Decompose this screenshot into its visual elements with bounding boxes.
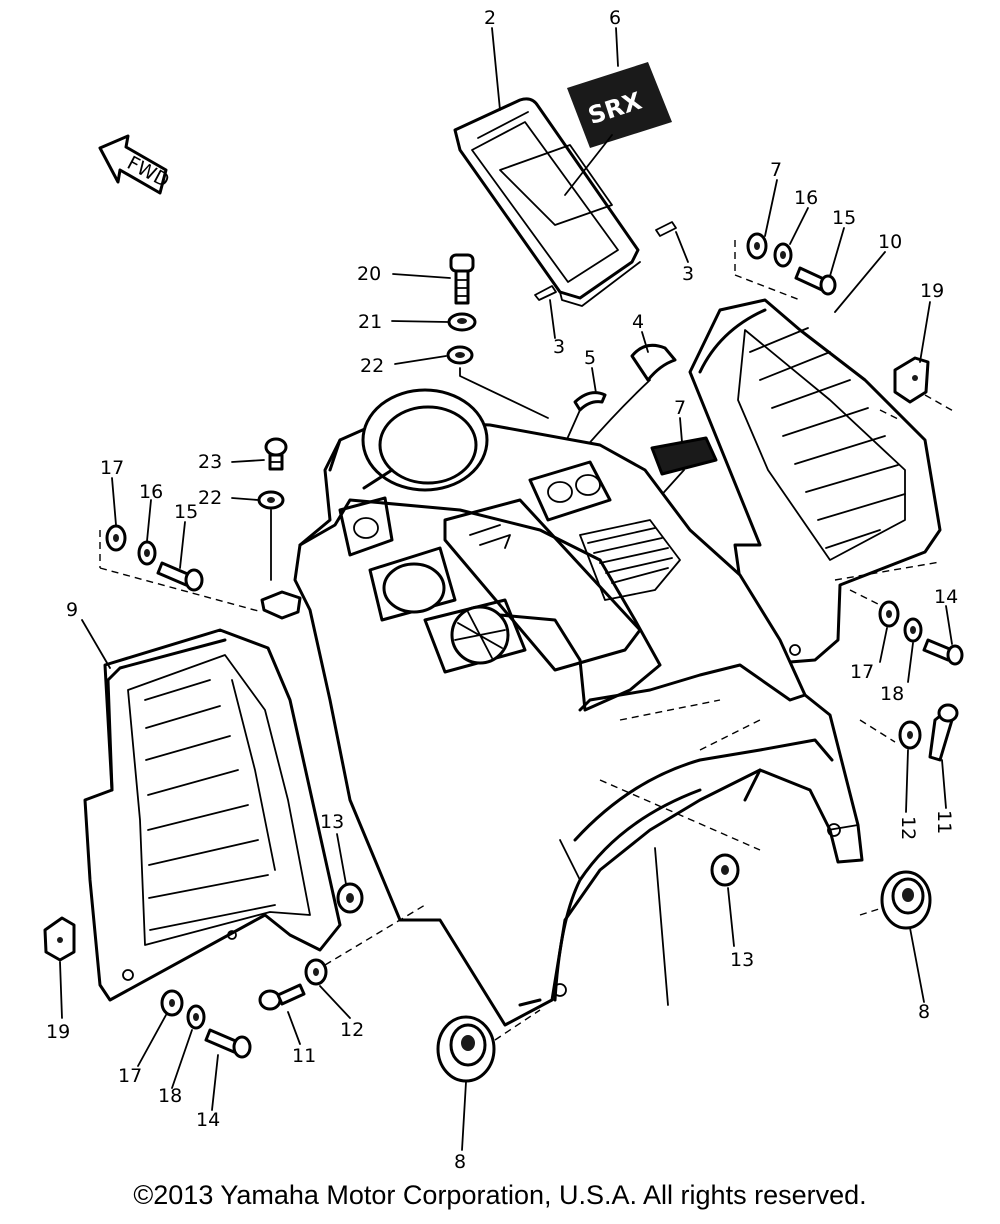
callout-12-left: 12 — [340, 1019, 364, 1041]
callout-17-left-bottom: 17 — [118, 1065, 142, 1087]
screw-14-right — [922, 638, 964, 666]
callout-9: 9 — [66, 599, 78, 621]
washer-12-right — [898, 720, 922, 750]
clip-4 — [630, 343, 677, 382]
callout-13-left: 13 — [320, 811, 344, 833]
callout-13-right: 13 — [730, 949, 754, 971]
washer-18-left — [186, 1004, 206, 1030]
callout-4: 4 — [632, 311, 644, 333]
callout-18-right: 18 — [880, 683, 904, 705]
callout-22-left: 22 — [198, 487, 222, 509]
callout-15-left: 15 — [174, 501, 198, 523]
bracket-19-right — [893, 356, 930, 404]
forward-arrow-icon: FWD — [98, 134, 173, 195]
grommet-8-right — [880, 870, 932, 930]
callout-16-left: 16 — [139, 481, 163, 503]
callout-6: 6 — [609, 7, 621, 29]
screw-11-left — [258, 983, 306, 1011]
emblem-7 — [650, 436, 718, 476]
callout-8-right: 8 — [918, 1001, 930, 1023]
bolt-23 — [264, 437, 288, 471]
washer-16-right — [773, 242, 793, 268]
callout-14-right: 14 — [934, 586, 958, 608]
callout-23: 23 — [198, 451, 222, 473]
bracket-19-left — [43, 916, 76, 962]
callout-22-top: 22 — [360, 355, 384, 377]
callout-21: 21 — [358, 311, 382, 333]
grommet-8-bottom — [436, 1015, 496, 1083]
callout-numbers: 2 6 3 3 7 16 15 10 19 20 21 22 4 5 7 23 … — [46, 7, 958, 1173]
callout-15-top: 15 — [832, 207, 856, 229]
leader-lines — [59, 27, 953, 1151]
washer-21 — [447, 312, 477, 332]
callout-7-middle: 7 — [674, 397, 686, 419]
callout-11-right: 11 — [933, 810, 955, 834]
copyright-notice: ©2013 Yamaha Motor Corporation, U.S.A. A… — [133, 1180, 867, 1210]
main-shroud-body — [293, 388, 864, 1027]
callout-10: 10 — [878, 231, 902, 253]
washer-16-left — [137, 540, 157, 566]
washer-17-left-lower — [160, 989, 184, 1017]
screw-14-left — [204, 1028, 252, 1059]
callout-18-left: 18 — [158, 1085, 182, 1107]
pin-3-left — [534, 285, 557, 301]
callout-3-right: 3 — [682, 263, 694, 285]
callout-8-bottom: 8 — [454, 1151, 466, 1173]
screw-15-left — [156, 561, 204, 592]
callout-17-right: 17 — [850, 661, 874, 683]
callout-19-left: 19 — [46, 1021, 70, 1043]
washer-7-right — [746, 232, 768, 260]
washer-17-right — [878, 600, 900, 628]
callout-14-left: 14 — [196, 1109, 220, 1131]
callout-3-left: 3 — [553, 336, 565, 358]
right-side-cover — [688, 298, 942, 664]
screw-11-right — [928, 703, 959, 762]
washer-18-right — [903, 617, 923, 643]
screw-15-right — [794, 266, 837, 296]
callout-16-top: 16 — [794, 187, 818, 209]
emblem-decal: SRX — [567, 62, 672, 148]
tank-mount-tab — [260, 590, 302, 620]
nut-13-right — [710, 853, 740, 887]
callout-20: 20 — [357, 263, 381, 285]
callout-12-right: 12 — [897, 816, 919, 840]
washer-17-left — [105, 524, 127, 552]
top-cover-panel — [453, 97, 641, 307]
washer-12-left — [304, 958, 328, 986]
pin-3-right — [655, 221, 677, 237]
callout-17-left-top: 17 — [100, 457, 124, 479]
callout-5: 5 — [584, 347, 596, 369]
nut-13-left — [336, 882, 364, 914]
bolt-20 — [449, 253, 475, 305]
callout-7-top: 7 — [770, 159, 782, 181]
callout-11-left: 11 — [292, 1045, 316, 1067]
callout-2: 2 — [484, 7, 496, 29]
callout-19-right: 19 — [920, 280, 944, 302]
clip-5 — [573, 391, 607, 412]
washer-22-left — [257, 490, 285, 510]
washer-22-top — [446, 345, 474, 365]
left-side-cover — [83, 628, 342, 1002]
